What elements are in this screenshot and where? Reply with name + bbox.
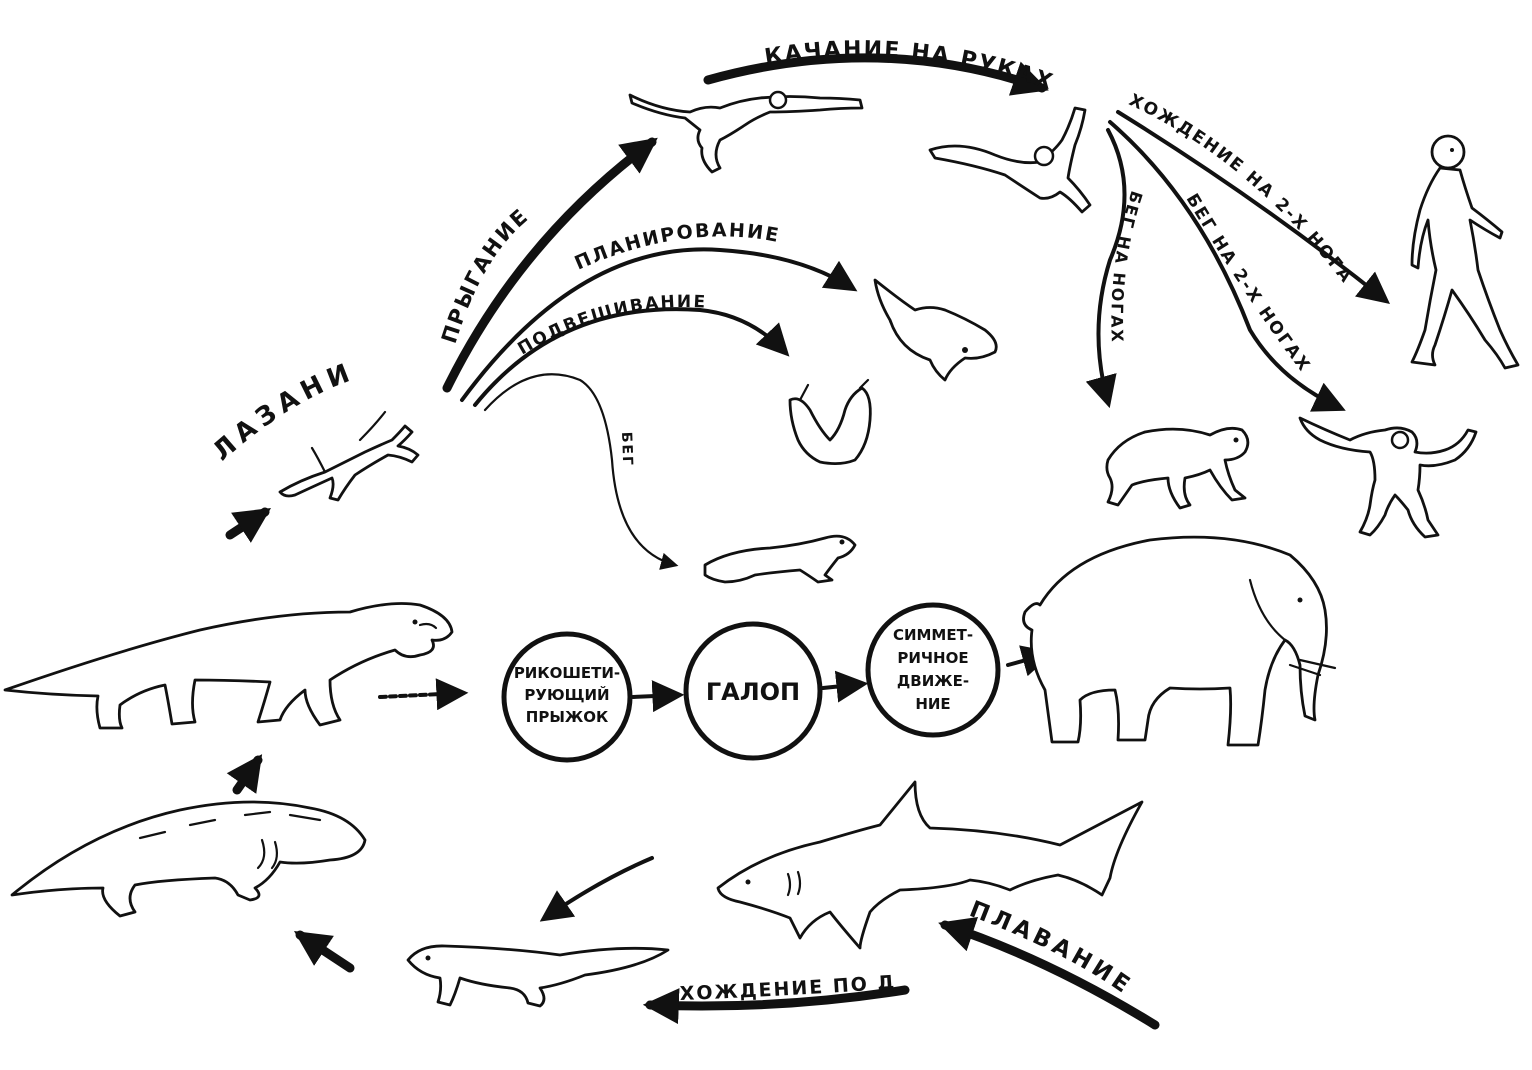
chimp-running-illustration (1298, 416, 1478, 539)
circle-symmetric-line-4: НИЕ (915, 695, 950, 713)
gibbon-hanging-illustration (928, 106, 1092, 214)
circle-ricochet-line-1: РИКОШЕТИ- (514, 664, 620, 682)
arrow-gallop-to-symmetric (821, 670, 869, 703)
arrow-khozhdenie-po-dnu (642, 985, 910, 1025)
arrow-beg (483, 373, 679, 570)
arrow-prygan (442, 137, 658, 393)
label-beg-na-nogah: БЕГ НА НОГАХ (1107, 189, 1146, 344)
flying-squirrel-illustration (873, 278, 998, 382)
macaque-illustration (1105, 426, 1250, 510)
circle-ricochet: РИКОШЕТИ- РУЮЩИЙ ПРЫЖОК (501, 631, 633, 763)
human-walking-illustration (1410, 134, 1520, 370)
arrow-amphibian-to-reptile (226, 754, 263, 795)
circle-gallop-line-1: ГАЛОП (706, 678, 800, 706)
label-planirovanie: ПЛАНИРОВАНИЕ (571, 219, 782, 274)
arrows (225, 53, 1390, 1030)
label-beg: БЕГ (618, 432, 635, 468)
arrow-shark-to-fish (539, 856, 654, 922)
gibbon-swinging-illustration (628, 90, 864, 174)
arrow-beg-na-nogah (1085, 128, 1127, 409)
running-rodent-illustration (703, 534, 857, 584)
circle-symmetric-line-2: РИЧНОЕ (897, 649, 968, 667)
lobe-fin-fish-illustration (406, 944, 670, 1008)
climbing-lizard-illustration (278, 410, 420, 502)
shark-illustration (716, 780, 1144, 950)
arrow-planirovanie (460, 247, 858, 402)
amphibian-illustration (10, 800, 367, 918)
circle-symmetric-line-1: СИММЕТ- (893, 626, 973, 644)
arrow-ricochet-to-gallop (631, 680, 685, 713)
arrow-lazanie (225, 507, 272, 543)
arrow-lizard-to-ricochet (378, 678, 469, 711)
arrow-khozhdenie-2-nogi (1116, 110, 1390, 304)
circle-ricochet-line-2: РУЮЩИЙ (524, 685, 609, 704)
label-podveshivanie: ПОДВЕШИВАНИЕ (514, 292, 707, 359)
label-khozhdenie-2: ХОЖДЕНИЕ НА 2-Х НОГАХ (0, 0, 1357, 288)
circle-symmetric-line-3: ДВИЖЕ- (897, 672, 969, 690)
circle-gallop: ГАЛОП (683, 621, 823, 761)
arrow-beg-2-nogi (1108, 120, 1346, 412)
circle-ricochet-line-3: ПРЫЖОК (526, 708, 609, 726)
label-lazanie: ЛАЗАНИЕ (0, 0, 359, 467)
arrow-plavanie (938, 917, 1160, 1030)
animals (3, 90, 1520, 1008)
label-plavanie: ПЛАВАНИЕ (966, 896, 1137, 1000)
gait-circles: РИКОШЕТИ- РУЮЩИЙ ПРЫЖОК ГАЛОП СИММЕТ- РИ… (501, 602, 1001, 763)
label-kachanie: КАЧАНИЕ НА РУКАХ (763, 37, 1057, 96)
elephant-illustration (1022, 535, 1337, 747)
reptile-illustration (3, 602, 454, 730)
sloth-illustration (788, 378, 872, 465)
arrow-kachanie (703, 53, 1049, 96)
arrow-tetrapod-to-amphibian (293, 930, 355, 973)
arrow-podveshivanie (473, 307, 790, 407)
circle-symmetric: СИММЕТ- РИЧНОЕ ДВИЖЕ- НИЕ (865, 602, 1001, 738)
